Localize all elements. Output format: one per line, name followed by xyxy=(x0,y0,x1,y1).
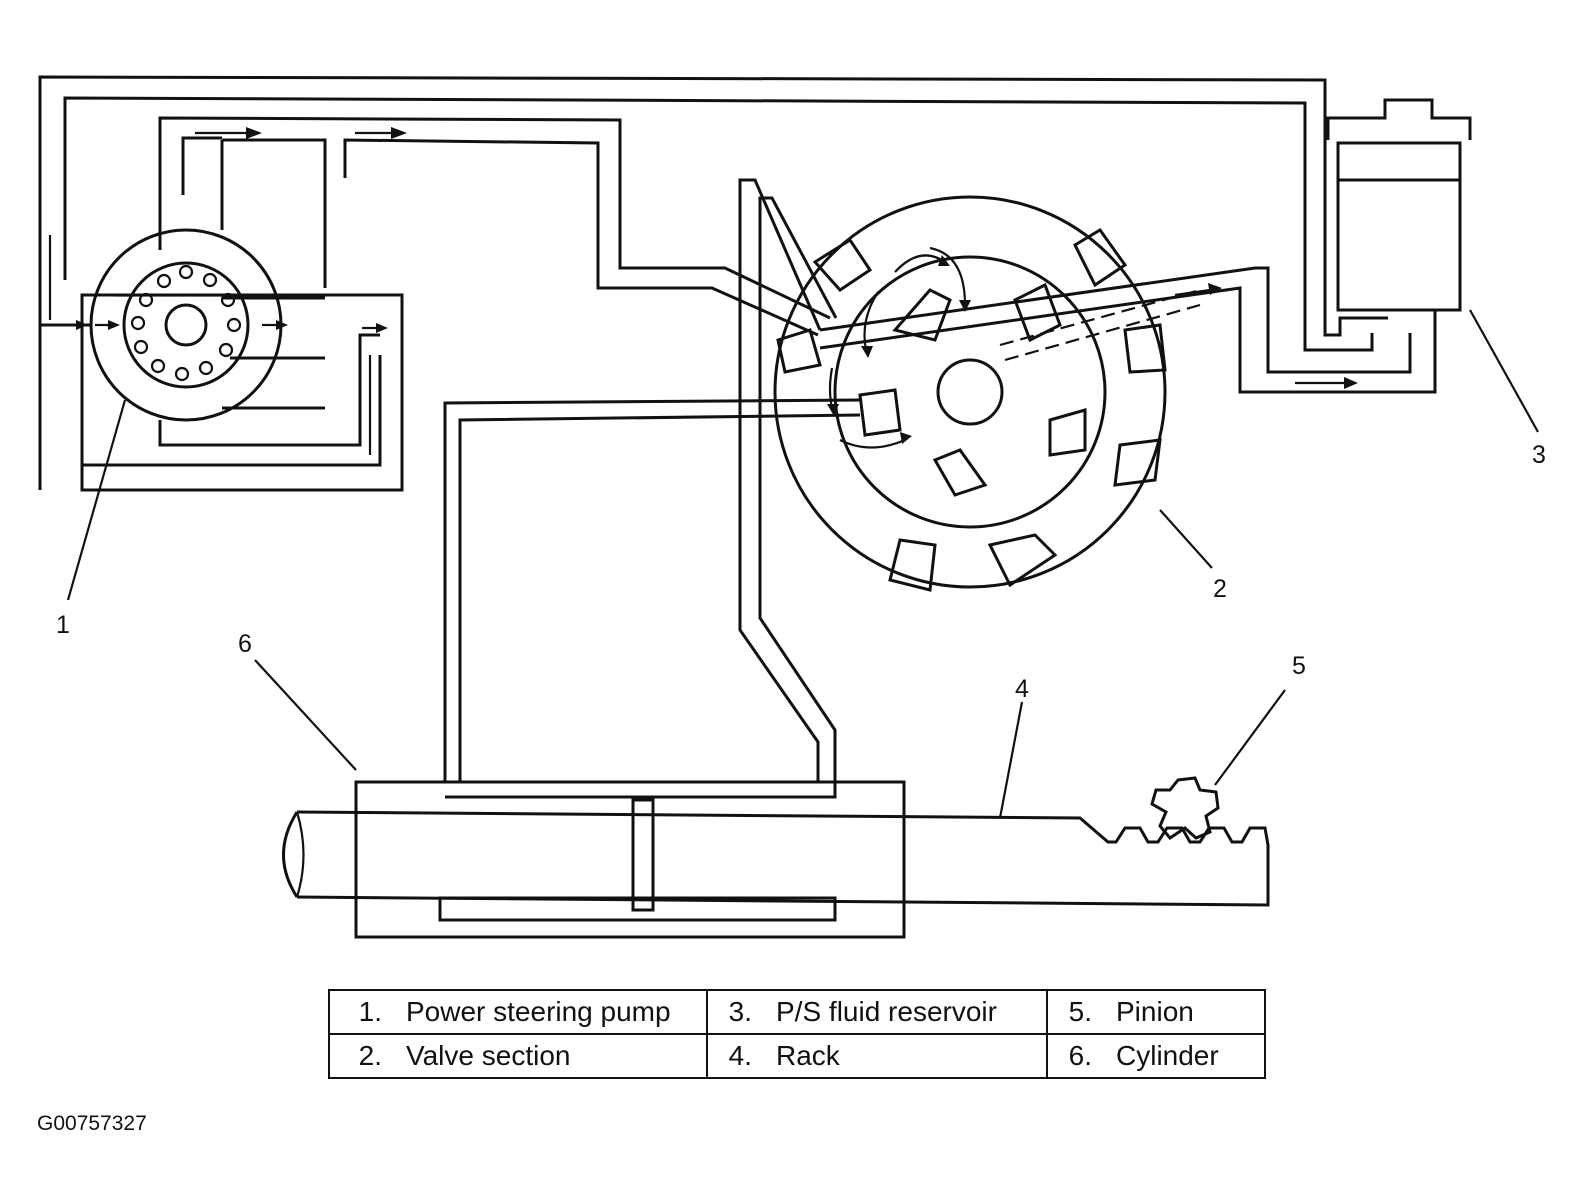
figure-id: G00757327 xyxy=(37,1112,147,1135)
legend-item-rack: 4.Rack xyxy=(706,1033,1048,1079)
rack xyxy=(282,798,1270,912)
callout-5: 5 xyxy=(1292,652,1306,680)
cylinder-feed-lines xyxy=(443,178,861,799)
legend-table: 1.Power steering pump 3.P/S fluid reserv… xyxy=(328,989,1266,1079)
valve-return-line xyxy=(819,266,1460,394)
callout-4: 4 xyxy=(1015,675,1029,703)
legend-row: 1.Power steering pump 3.P/S fluid reserv… xyxy=(328,989,1266,1035)
supply-line xyxy=(158,116,831,337)
return-line xyxy=(38,75,1388,490)
leader-lines xyxy=(66,309,1539,819)
cylinder xyxy=(354,780,906,939)
ps-fluid-reservoir xyxy=(1326,98,1472,312)
pump-rotor xyxy=(130,264,242,382)
legend-item-power-steering-pump: 1.Power steering pump xyxy=(328,989,708,1035)
power-steering-pump xyxy=(40,228,404,492)
legend-row: 2.Valve section 4.Rack 6.Cylinder xyxy=(328,1033,1266,1079)
valve-section xyxy=(773,195,1201,592)
pinion xyxy=(1150,776,1220,840)
callout-3: 3 xyxy=(1532,441,1546,469)
legend-item-pinion: 5.Pinion xyxy=(1046,989,1266,1035)
callout-6: 6 xyxy=(238,630,252,658)
callout-2: 2 xyxy=(1213,575,1227,603)
callout-1: 1 xyxy=(56,611,70,639)
legend-item-cylinder: 6.Cylinder xyxy=(1046,1033,1266,1079)
legend-item-valve-section: 2.Valve section xyxy=(328,1033,708,1079)
legend-item-ps-fluid-reservoir: 3.P/S fluid reservoir xyxy=(706,989,1048,1035)
